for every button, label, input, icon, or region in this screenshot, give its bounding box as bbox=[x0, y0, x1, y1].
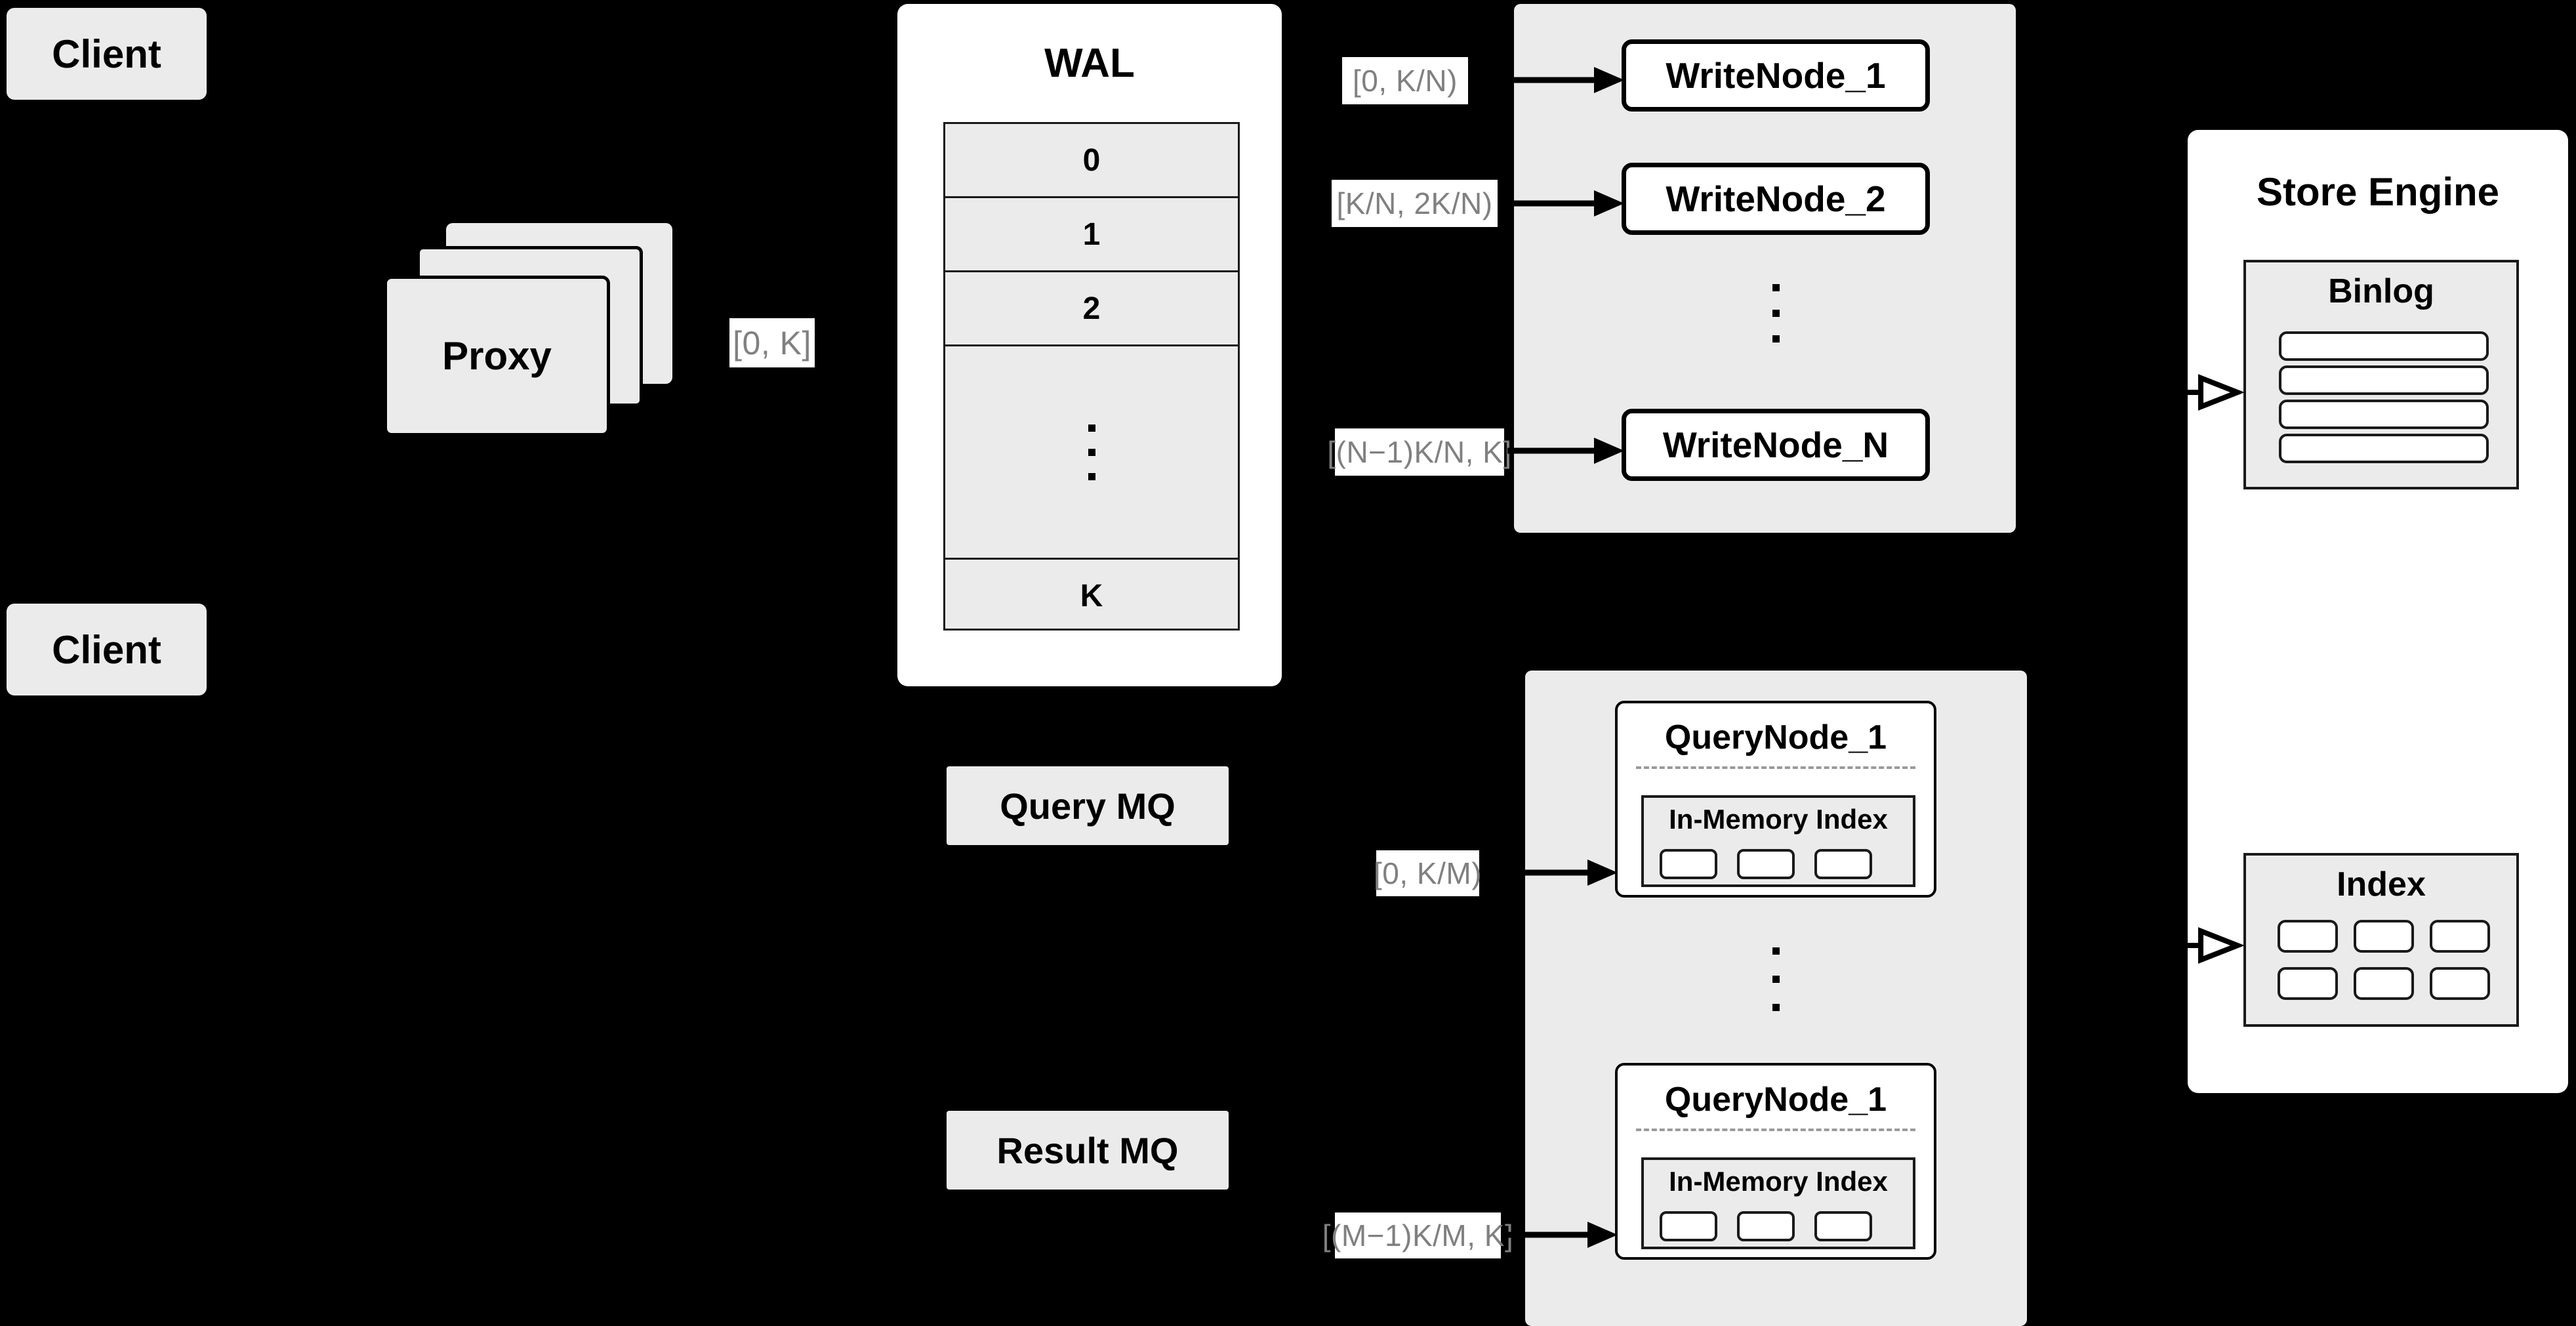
ellipsis-dot bbox=[1772, 1003, 1780, 1011]
query-node-m-divider bbox=[1636, 1129, 1915, 1131]
wal-entry-2: 2 bbox=[945, 272, 1238, 346]
arrow-to-write-node-2 bbox=[1504, 190, 1624, 217]
ellipsis-dot bbox=[1772, 975, 1780, 983]
arrow-to-binlog bbox=[2173, 374, 2245, 411]
arrow-to-query-node-m bbox=[1504, 1222, 1618, 1248]
query-mq-label: Query MQ bbox=[1000, 785, 1176, 827]
binlog-panel: Binlog bbox=[2243, 260, 2519, 489]
write-node-2-label: WriteNode_2 bbox=[1666, 178, 1886, 219]
query-node-1-label: QueryNode_1 bbox=[1664, 718, 1887, 756]
binlog-row bbox=[2279, 400, 2489, 429]
wal-title: WAL bbox=[1044, 41, 1135, 86]
wal-entry-ellipsis bbox=[945, 346, 1238, 560]
ellipsis-dot bbox=[1088, 424, 1095, 432]
ellipsis-dot bbox=[1772, 335, 1780, 342]
wal-entry-1: 1 bbox=[945, 198, 1238, 272]
index-chip bbox=[1737, 849, 1795, 879]
index-chip bbox=[1814, 1211, 1872, 1241]
in-memory-index-panel-2: In-Memory Index bbox=[1641, 1157, 1915, 1249]
ellipsis-dot bbox=[1772, 284, 1780, 291]
binlog-title: Binlog bbox=[2328, 272, 2434, 310]
in-memory-index-1-label: In-Memory Index bbox=[1669, 804, 1888, 835]
in-memory-index-panel-1: In-Memory Index bbox=[1641, 795, 1915, 887]
index-chip bbox=[1660, 849, 1717, 879]
store-engine-panel: Store Engine Binlog Index bbox=[2188, 130, 2568, 1093]
proxy-node-label: Proxy bbox=[442, 334, 552, 378]
edge-label-wal-to-write-node-2: [K/N, 2K/N) bbox=[1332, 180, 1498, 227]
wal-entry-k: K bbox=[1080, 578, 1103, 613]
index-chip bbox=[1660, 1211, 1717, 1241]
result-mq-label: Result MQ bbox=[996, 1129, 1179, 1171]
query-node-m-label: QueryNode_1 bbox=[1664, 1081, 1887, 1119]
ellipsis-dot bbox=[1088, 472, 1095, 480]
edge-label-mq-to-query-node-m: [(M−1)K/M, K] bbox=[1322, 1212, 1513, 1258]
client-node-1[interactable]: Client bbox=[7, 8, 207, 100]
binlog-row bbox=[2279, 365, 2489, 395]
index-cell bbox=[2430, 967, 2490, 1000]
index-chip bbox=[1814, 849, 1872, 879]
arrow-to-query-node-1 bbox=[1484, 860, 1618, 886]
index-chip bbox=[1737, 1211, 1795, 1241]
write-node-2[interactable]: WriteNode_2 bbox=[1622, 163, 1930, 235]
arrow-to-write-node-1 bbox=[1496, 67, 1624, 93]
query-cluster-ellipsis bbox=[1615, 926, 1936, 1031]
index-cell bbox=[2354, 920, 2414, 953]
ellipsis-dot bbox=[1772, 947, 1780, 955]
client-node-2[interactable]: Client bbox=[7, 604, 207, 695]
edge-label-mq-to-query-node-1: [0, K/M) bbox=[1374, 850, 1482, 896]
result-mq-node[interactable]: Result MQ bbox=[947, 1111, 1229, 1190]
edge-label-wal-to-write-node-1: [0, K/N) bbox=[1342, 57, 1468, 104]
write-node-1[interactable]: WriteNode_1 bbox=[1622, 39, 1930, 112]
store-engine-title: Store Engine bbox=[2256, 170, 2500, 214]
write-node-1-label: WriteNode_1 bbox=[1666, 55, 1886, 96]
client-node-2-label: Client bbox=[52, 627, 161, 672]
index-cell bbox=[2354, 967, 2414, 1000]
arrow-to-index bbox=[2173, 927, 2245, 964]
query-node-1[interactable]: QueryNode_1 In-Memory Index bbox=[1615, 701, 1936, 898]
index-cell bbox=[2430, 920, 2490, 953]
index-cell bbox=[2278, 967, 2338, 1000]
binlog-row bbox=[2279, 434, 2489, 463]
query-mq-node[interactable]: Query MQ bbox=[947, 766, 1229, 845]
index-title: Index bbox=[2337, 865, 2426, 903]
index-panel: Index bbox=[2243, 853, 2519, 1027]
ellipsis-dot bbox=[1088, 448, 1095, 456]
in-memory-index-2-label: In-Memory Index bbox=[1669, 1166, 1888, 1197]
wal-panel: WAL 0 1 2 K bbox=[897, 4, 1282, 686]
proxy-node[interactable]: Proxy bbox=[384, 276, 610, 436]
query-node-m[interactable]: QueryNode_1 In-Memory Index bbox=[1615, 1063, 1936, 1260]
write-node-n-label: WriteNode_N bbox=[1662, 425, 1889, 465]
arrow-to-write-node-n bbox=[1507, 438, 1624, 464]
write-node-n[interactable]: WriteNode_N bbox=[1622, 409, 1930, 481]
index-cell bbox=[2278, 920, 2338, 953]
ellipsis-dot bbox=[1772, 310, 1780, 317]
client-node-1-label: Client bbox=[52, 31, 161, 76]
wal-entry-0: 0 bbox=[945, 124, 1238, 198]
binlog-row bbox=[2279, 331, 2489, 361]
wal-log-table: 0 1 2 K bbox=[943, 122, 1240, 631]
edge-label-proxy-to-wal: [0, K] bbox=[729, 318, 815, 367]
write-cluster-ellipsis bbox=[1622, 266, 1930, 361]
edge-label-wal-to-write-node-n: [(N−1)K/N, K] bbox=[1327, 428, 1511, 476]
query-node-1-divider bbox=[1636, 766, 1915, 769]
